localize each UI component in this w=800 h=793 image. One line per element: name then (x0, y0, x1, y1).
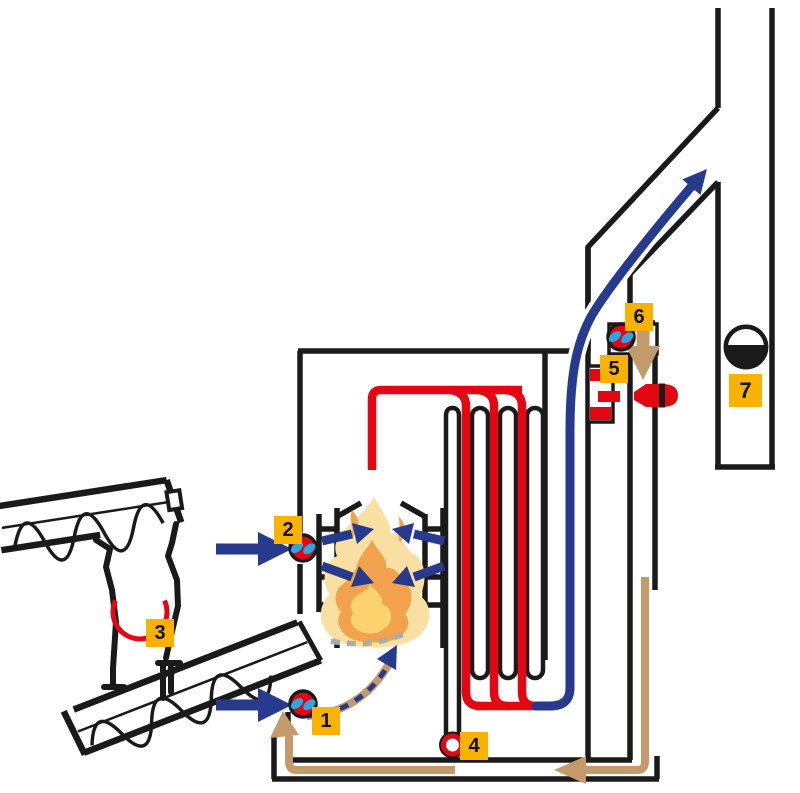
flue-arrow-head (682, 169, 707, 195)
drain-port (439, 731, 466, 759)
rotary-valve (110, 599, 170, 642)
marker-6: 6 (625, 303, 653, 331)
cooled-flue-gas-pipe (531, 169, 707, 711)
secondary-air-arrows (320, 523, 446, 587)
draught-regulator-icon (723, 324, 769, 370)
grate-dashed-arc (330, 630, 408, 647)
feed-auger-upper (0, 476, 185, 562)
chimney (715, 8, 775, 470)
primary-air-fan-icon (288, 689, 318, 719)
marker-5: 5 (600, 355, 628, 383)
ignition-element (586, 364, 620, 424)
ignition-burner (634, 383, 678, 408)
marker-3: 3 (146, 619, 174, 647)
marker-2: 2 (274, 516, 302, 544)
heat-exchanger-baffles (443, 405, 546, 735)
marker-7: 7 (729, 374, 762, 407)
air-inlet-arrows (216, 532, 292, 722)
combustion-air-path (270, 316, 660, 784)
stoker-auger-lower (60, 619, 323, 757)
marker-4: 4 (460, 732, 488, 760)
marker-1: 1 (312, 707, 340, 735)
hot-gas-path (367, 385, 537, 711)
